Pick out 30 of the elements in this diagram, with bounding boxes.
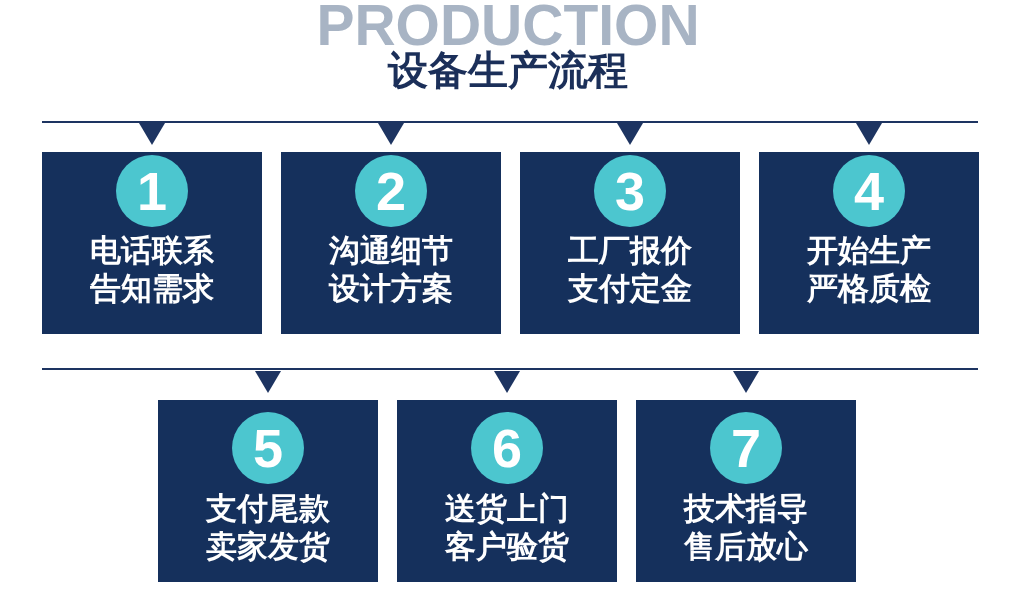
step-box <box>520 152 740 334</box>
number-circle: 6 <box>471 412 543 484</box>
step-box <box>158 400 378 582</box>
step-box <box>759 152 979 334</box>
step-text: 客户验货 <box>445 527 569 565</box>
number-circle: 1 <box>116 155 188 227</box>
step-text: 售后放心 <box>684 527 808 565</box>
step-text: 技术指导 <box>684 489 808 527</box>
step-text: 工厂报价 <box>568 231 692 269</box>
step-box <box>42 152 262 334</box>
step-text: 支付定金 <box>568 269 692 307</box>
title: 设备生产流程 <box>388 50 628 90</box>
number-circle: 2 <box>355 155 427 227</box>
step-text: 设计方案 <box>329 269 453 307</box>
step-box <box>636 400 856 582</box>
step-text: 严格质检 <box>807 269 931 307</box>
number-circle: 5 <box>232 412 304 484</box>
number-circle: 7 <box>710 412 782 484</box>
step-text: 卖家发货 <box>206 527 330 565</box>
background-heading: PRODUCTION <box>316 3 700 47</box>
step-text: 支付尾款 <box>206 489 330 527</box>
step-text: 电话联系 <box>90 231 214 269</box>
step-text: 送货上门 <box>445 489 569 527</box>
step-text: 告知需求 <box>90 269 214 307</box>
step-box <box>281 152 501 334</box>
number-circle: 3 <box>594 155 666 227</box>
number-circle: 4 <box>833 155 905 227</box>
step-text: 沟通细节 <box>329 231 453 269</box>
step-box <box>397 400 617 582</box>
step-text: 开始生产 <box>807 231 931 269</box>
